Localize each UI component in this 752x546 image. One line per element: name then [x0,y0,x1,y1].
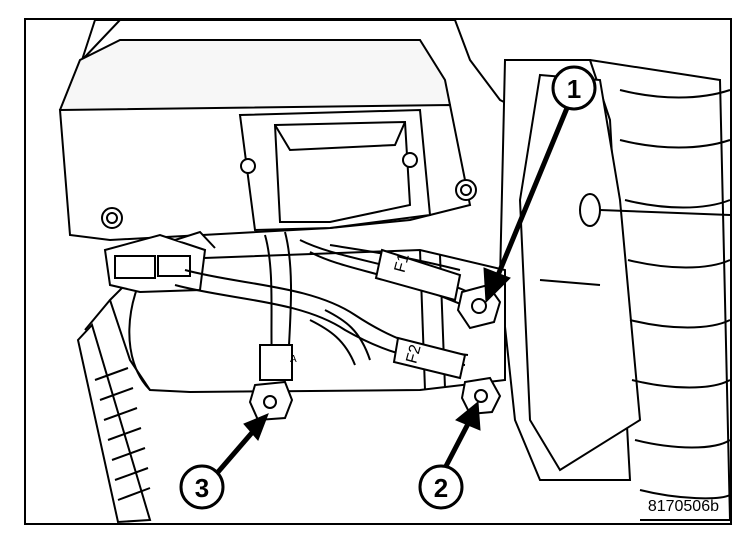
bolt-head-mid [240,158,256,174]
wire-label-a: A [290,354,297,365]
callout-1: 1 [551,65,597,111]
wire-sleeves [259,248,467,381]
cable-harness [76,299,152,524]
callout-2: 2 [418,464,464,510]
figure-id: 8170506b [648,498,719,515]
sleeve-f2 [392,336,467,380]
winch-drum [498,59,732,521]
sleeve-a [259,344,293,381]
sleeve-f1 [374,248,462,302]
callout-label-1: 1 [567,74,581,104]
callout-label-3: 3 [195,473,209,503]
callout-label-2: 2 [434,473,448,503]
callout-3: 3 [179,464,225,510]
wire-label-f1: F1 [392,252,413,275]
housing [58,19,532,242]
callout-arrows [216,107,570,474]
wire-label-f2: F2 [403,343,424,366]
